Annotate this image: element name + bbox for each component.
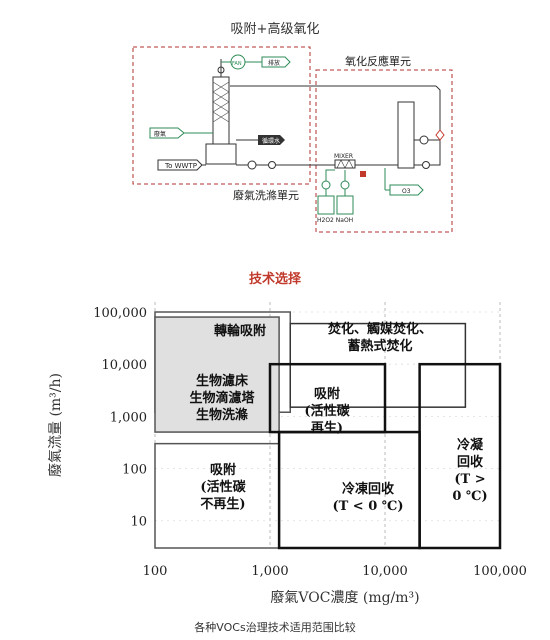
- exhaust-label: 排放: [268, 59, 280, 67]
- region-label-line: (T < 0 ℃): [332, 499, 403, 514]
- region-label-line: 0 ℃): [452, 489, 487, 504]
- sump-tank: [205, 143, 237, 165]
- region-label: 焚化、觸媒焚化、蓄熱式焚化: [327, 321, 432, 354]
- region-label-line: 焚化、觸媒焚化、: [327, 321, 432, 337]
- region-box: [154, 316, 280, 433]
- y-axis-label: 廢氣流量 (m³/h): [47, 373, 64, 477]
- chart-tick-labels: 100 1,000 10,000 100,000 10 100 1,000 10,000 100…: [93, 306, 527, 579]
- ozone-tag: [389, 184, 424, 196]
- section-title: 技术选择: [248, 272, 301, 287]
- region-label-line: 再生): [311, 420, 343, 436]
- x-tick-label: 100: [143, 564, 168, 579]
- oxidation-unit-label: 氧化反應單元: [345, 54, 411, 68]
- region-label-line: 生物濾床: [196, 373, 249, 389]
- waste-gas-label: 廢氣: [154, 130, 166, 138]
- mixer-box: [334, 159, 356, 169]
- pump-icon: [247, 160, 257, 170]
- oxidation-unit-box: [315, 69, 453, 233]
- region-label-line: (活性碳: [304, 403, 350, 419]
- wwtp-label: To WWTP: [164, 162, 197, 170]
- wwtp-tag: [157, 159, 203, 171]
- region-label-line: 轉輪吸附: [214, 323, 266, 339]
- valve-icon: [360, 171, 366, 177]
- region-label-line: 回收: [457, 454, 484, 470]
- region-label-line: 吸附: [314, 386, 340, 402]
- water-tag: [258, 135, 285, 145]
- naoh-tank: [336, 195, 354, 215]
- region-label-line: 不再生): [200, 496, 245, 512]
- region-label-line: 冷凍回收: [342, 481, 395, 497]
- region-label: 吸附(活性碳不再生): [200, 462, 246, 512]
- region-label: 吸附(活性碳再生): [304, 386, 350, 436]
- fan-label: FAN: [232, 61, 242, 67]
- water-label: 循環水: [262, 137, 280, 145]
- x-tick-label: 1,000: [251, 564, 288, 579]
- x-axis-label: 廢氣VOC濃度 (mg/m³): [270, 589, 419, 606]
- x-tick-label: 10,000: [362, 564, 408, 579]
- scrubber-unit-label: 廢氣洗滌單元: [233, 188, 299, 202]
- region-label-line: (活性碳: [200, 479, 246, 495]
- h2o2-tank: [317, 195, 335, 215]
- pump-icon-2: [268, 161, 276, 169]
- exhaust-tag: [261, 56, 291, 68]
- scrubber-unit-box: [132, 46, 311, 185]
- region-label: 轉輪吸附: [214, 323, 266, 339]
- region-label-line: 生物滴濾塔: [189, 390, 255, 406]
- region-label-line: 冷凝: [457, 437, 484, 453]
- mixer-label: MIXER: [334, 153, 353, 160]
- ozone-label: O3: [402, 188, 411, 195]
- region-label-line: (T >: [454, 472, 485, 487]
- y-tick-label: 100,000: [93, 306, 147, 321]
- reactor-vessel: [397, 101, 415, 169]
- region-label-line: 吸附: [210, 462, 236, 478]
- y-tick-label: 100: [122, 463, 147, 478]
- region-label: 冷凝回收 (T > 0 ℃): [452, 437, 487, 504]
- diagram-title: 吸附+高级氧化: [230, 22, 320, 37]
- process-flow-diagram: 廢氣洗滌單元 氧化反應單元 FAN 排放 廢氣 循環水 To WWTP MIXE…: [132, 46, 453, 233]
- region-label-line: 蓄熱式焚化: [347, 338, 412, 354]
- technology-selection-chart: 轉輪吸附焚化、觸媒焚化、蓄熱式焚化生物濾床生物滴濾塔生物洗滌吸附(活性碳再生)吸…: [47, 302, 527, 606]
- region-box: [154, 442, 280, 549]
- figure-caption: 各种VOCs治理技术适用范围比较: [194, 621, 356, 634]
- y-tick-label: 10: [130, 515, 147, 530]
- waste-gas-tag: [149, 127, 185, 139]
- chart-region-labels: 轉輪吸附焚化、觸媒焚化、蓄熱式焚化生物濾床生物滴濾塔生物洗滌吸附(活性碳再生)吸…: [189, 321, 487, 514]
- region-box: [418, 362, 502, 550]
- y-tick-label: 10,000: [102, 358, 148, 373]
- region-label: 生物濾床生物滴濾塔生物洗滌: [189, 373, 255, 423]
- region-label: 冷凍回收 (T < 0 ℃): [332, 481, 403, 514]
- x-tick-label: 100,000: [473, 564, 527, 579]
- reagents-label: H2O2 NaOH: [317, 217, 353, 224]
- region-label-line: 生物洗滌: [196, 407, 248, 423]
- y-tick-label: 1,000: [110, 410, 147, 425]
- chart-regions: [154, 311, 502, 550]
